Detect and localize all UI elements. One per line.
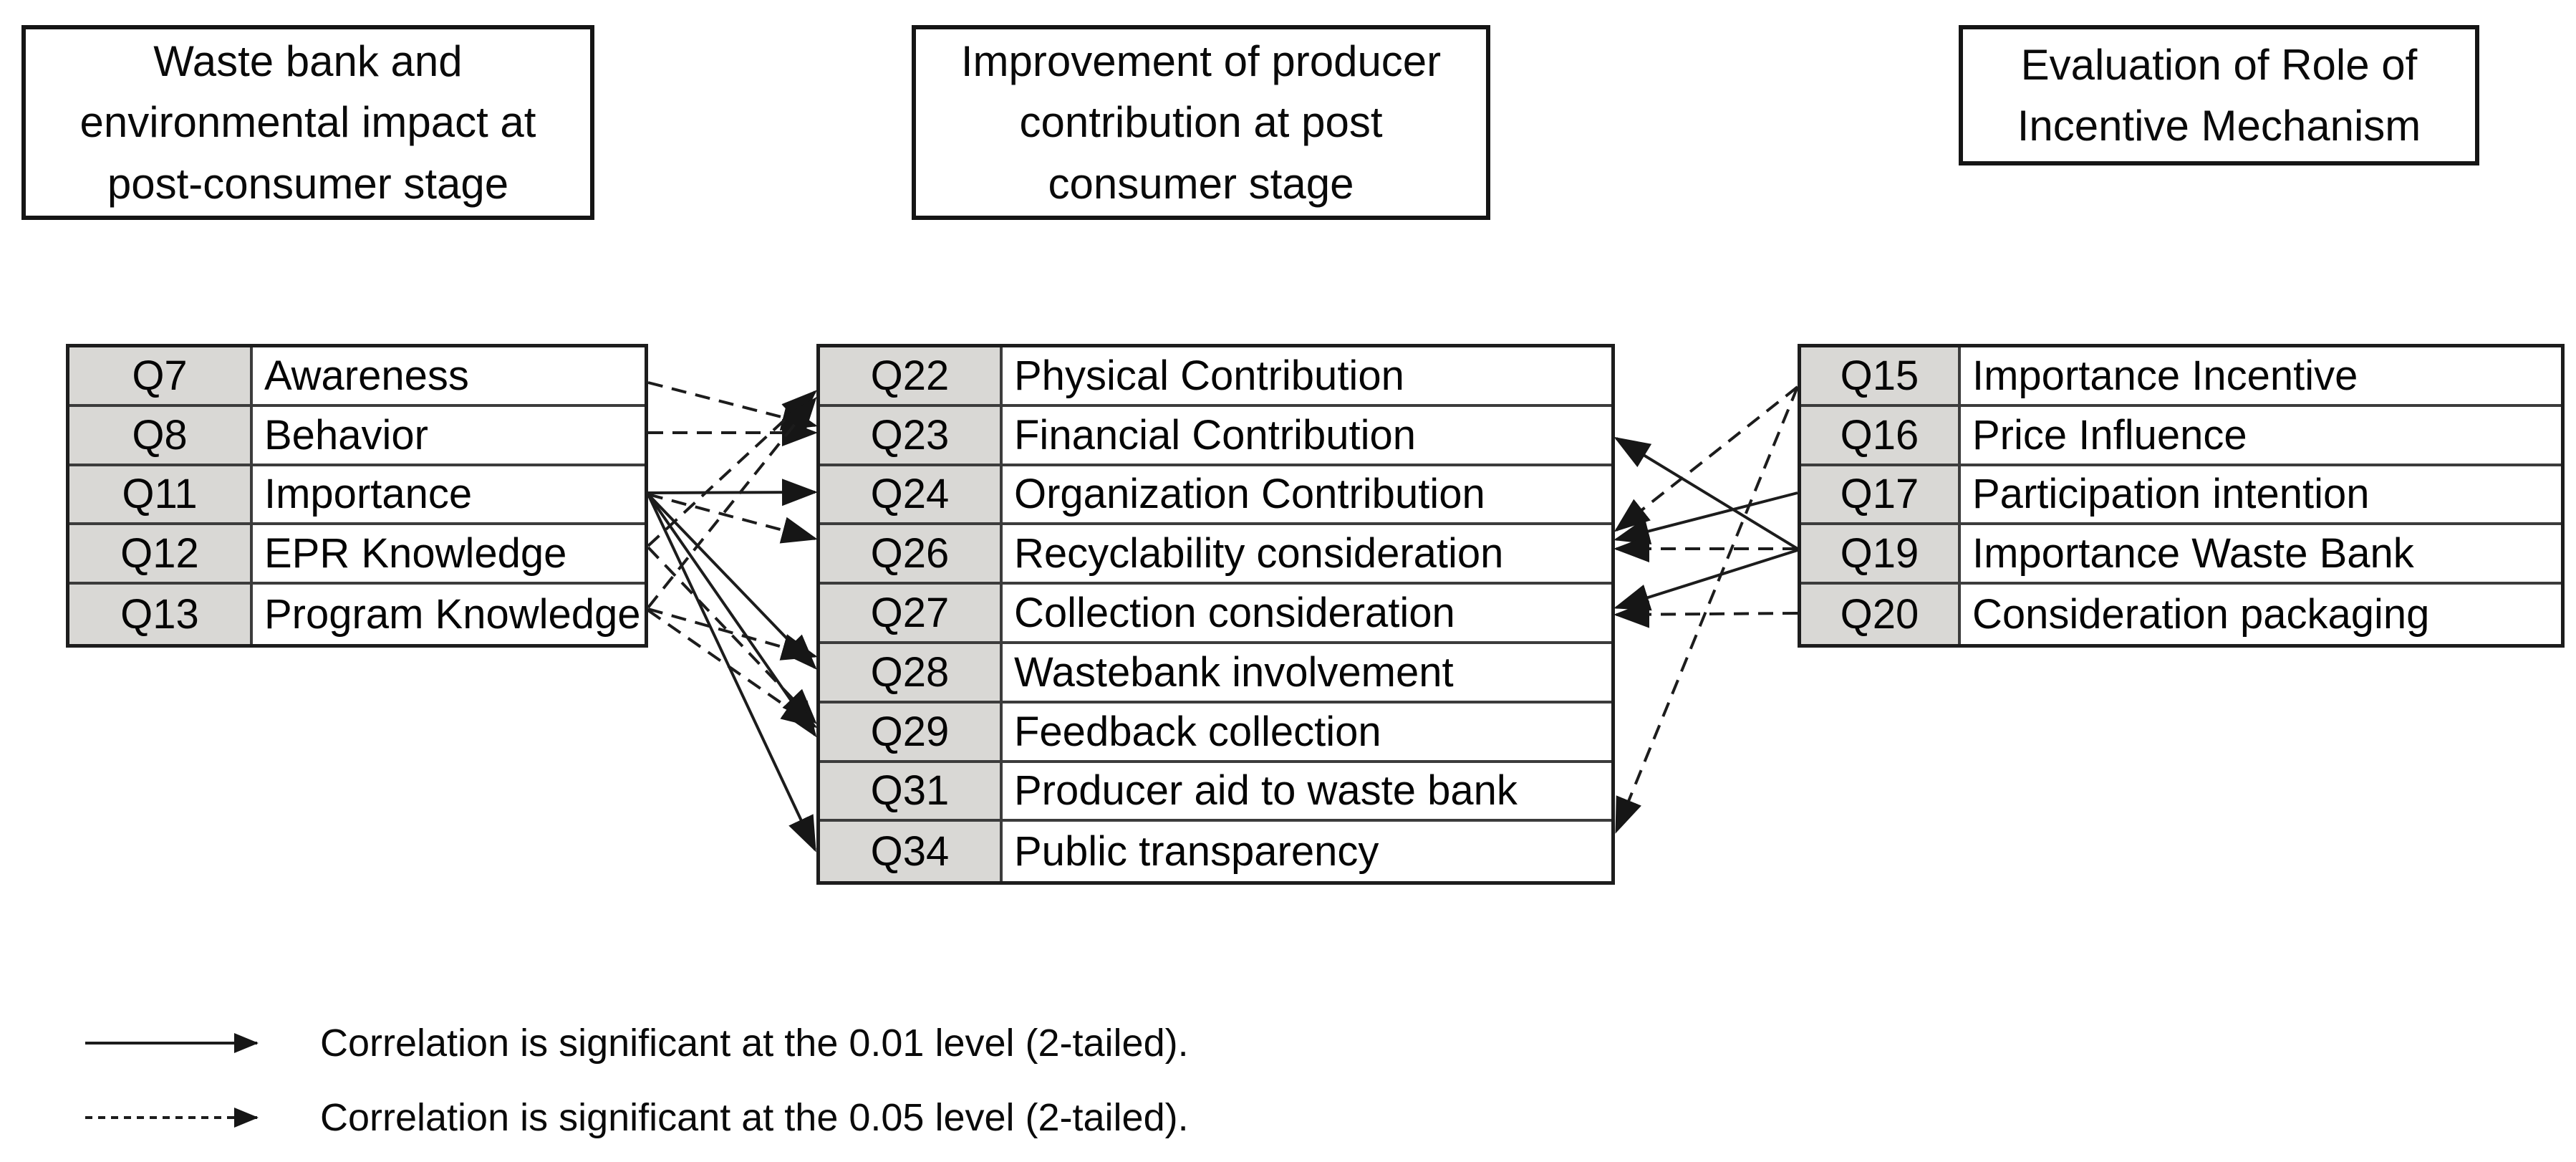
question-number-cell-Q26: Q26 — [820, 525, 1003, 582]
question-number-cell-Q7: Q7 — [69, 347, 253, 404]
question-label-cell-Q13: Program Knowledge — [264, 591, 641, 638]
question-number-cell-Q15: Q15 — [1801, 347, 1961, 404]
arrow-Q15-Q26 — [1613, 385, 1799, 532]
question-label-cell-Q19: Importance Waste Bank — [1972, 530, 2414, 577]
question-label-cell-Q27: Collection consideration — [1014, 590, 1455, 637]
question-number-cell-Q24: Q24 — [820, 466, 1003, 523]
question-number-cell-Q28: Q28 — [820, 643, 1003, 701]
question-number-cell-Q27: Q27 — [820, 585, 1003, 641]
question-label-cell-Q16: Price Influence — [1972, 411, 2247, 458]
question-number-cell-Q31: Q31 — [820, 762, 1003, 820]
arrow-Q11-Q28 — [647, 493, 817, 670]
solid-arrow-icon — [85, 1033, 259, 1053]
question-label-cell-Q20: Consideration packaging — [1972, 591, 2430, 638]
question-number-cell-Q12: Q12 — [69, 525, 253, 582]
header-waste-bank-group: Waste bank and environmental impact at p… — [21, 25, 594, 220]
question-label-cell-Q26: Recyclability consideration — [1014, 530, 1504, 577]
question-label-cell-Q11: Importance — [264, 471, 473, 518]
arrow-Q13-Q22 — [647, 396, 817, 609]
header-incentive-mechanism-group: Evaluation of Role of Incentive Mechanis… — [1959, 25, 2479, 165]
arrow-Q17-Q26 — [1613, 491, 1798, 544]
question-number-cell-Q29: Q29 — [820, 703, 1003, 760]
question-number-cell-Q8: Q8 — [69, 406, 253, 464]
question-label-cell-Q23: Financial Contribution — [1014, 411, 1416, 458]
arrow-Q11-Q24 — [647, 479, 818, 506]
arrow-Q19-Q23 — [1613, 436, 1799, 550]
question-number-cell-Q20: Q20 — [1801, 585, 1961, 644]
question-label-cell-Q15: Importance Incentive — [1972, 352, 2358, 399]
question-label-cell-Q34: Public transparency — [1014, 828, 1379, 875]
question-label-cell-Q8: Behavior — [264, 411, 428, 458]
question-label-cell-Q31: Producer aid to waste bank — [1014, 767, 1518, 815]
question-number-cell-Q11: Q11 — [69, 466, 253, 523]
arrow-Q19-Q27 — [1613, 549, 1798, 611]
arrow-Q20-Q27 — [1613, 600, 1798, 628]
question-number-cell-Q16: Q16 — [1801, 406, 1961, 464]
header-producer-contribution-group: Improvement of producer contribution at … — [912, 25, 1490, 220]
arrow-Q11-Q26 — [647, 493, 818, 544]
legend-dashed-label: Correlation is significant at the 0.05 l… — [320, 1096, 1189, 1139]
question-label-cell-Q17: Participation intention — [1972, 471, 2370, 518]
dashed-arrow-icon — [85, 1108, 259, 1128]
arrow-Q12-Q29 — [647, 546, 817, 724]
question-number-cell-Q13: Q13 — [69, 585, 253, 644]
question-label-cell-Q28: Wastebank involvement — [1014, 648, 1454, 696]
arrow-Q11-Q29 — [647, 493, 817, 738]
question-label-cell-Q22: Physical Contribution — [1014, 352, 1404, 399]
legend-row-solid: Correlation is significant at the 0.01 l… — [82, 1006, 1189, 1080]
question-label-cell-Q29: Feedback collection — [1014, 708, 1381, 755]
arrow-Q11-Q34 — [647, 494, 816, 853]
arrow-Q12-Q22 — [647, 390, 817, 547]
arrow-Q7-Q23 — [647, 381, 818, 431]
arrow-Q13-Q29 — [647, 609, 818, 729]
question-number-cell-Q17: Q17 — [1801, 466, 1961, 523]
question-number-cell-Q19: Q19 — [1801, 525, 1961, 582]
question-number-cell-Q22: Q22 — [820, 347, 1003, 404]
question-label-cell-Q24: Organization Contribution — [1014, 471, 1485, 518]
question-label-cell-Q12: EPR Knowledge — [264, 530, 567, 577]
arrow-Q15-Q34 — [1615, 386, 1799, 834]
legend-row-dashed: Correlation is significant at the 0.05 l… — [82, 1080, 1189, 1155]
legend-solid-label: Correlation is significant at the 0.01 l… — [320, 1022, 1189, 1065]
question-label-cell-Q7: Awareness — [264, 352, 469, 399]
question-number-cell-Q23: Q23 — [820, 406, 1003, 464]
arrow-Q13-Q28 — [647, 608, 818, 661]
question-number-cell-Q34: Q34 — [820, 822, 1003, 882]
